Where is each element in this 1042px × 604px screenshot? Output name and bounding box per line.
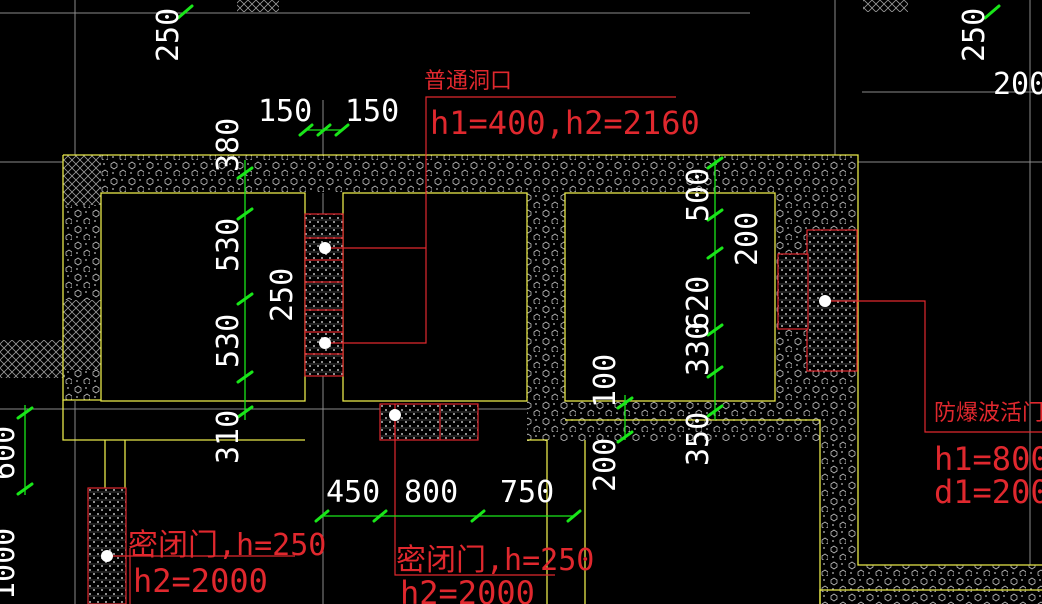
dim-310: 310 bbox=[211, 410, 246, 464]
dim-250-top-left: 250 bbox=[151, 8, 186, 62]
annotations: 普通洞口 h1=400,h2=2160 防爆波活门 h1=800 d1=200 … bbox=[128, 69, 1042, 604]
airtight-door-left-line2: h2=2000 bbox=[133, 562, 268, 600]
blast-door-line2: d1=200 bbox=[934, 473, 1042, 511]
airtight-door-left-line1: 密闭门,h=250 bbox=[128, 528, 326, 563]
airtight-door-marker-left bbox=[101, 550, 113, 562]
airtight-door-center-line2: h2=2000 bbox=[400, 574, 535, 604]
dim-1000-left: 1000 bbox=[0, 528, 22, 600]
blast-door-marker bbox=[819, 295, 831, 307]
dim-250-mid: 250 bbox=[265, 268, 300, 322]
opening-marker-top bbox=[319, 242, 331, 254]
dim-530-bottom: 530 bbox=[211, 314, 246, 368]
opening-marker-bottom bbox=[319, 337, 331, 349]
dim-620: 620 bbox=[681, 276, 716, 330]
dim-2000-top-right: 2000 bbox=[993, 67, 1042, 102]
dim-200-right: 200 bbox=[730, 212, 765, 266]
dimension-texts: 150 150 450 800 750 2000 250 250 380 530… bbox=[0, 8, 1042, 600]
dim-500: 500 bbox=[681, 168, 716, 222]
dim-330: 330 bbox=[681, 322, 716, 376]
dim-250-top-right: 250 bbox=[957, 8, 992, 62]
top-opening-params: h1=400,h2=2160 bbox=[430, 104, 700, 142]
dim-750: 750 bbox=[500, 475, 554, 510]
blast-door-line1: h1=800 bbox=[934, 440, 1042, 478]
dim-530-top: 530 bbox=[211, 218, 246, 272]
blast-door-title: 防爆波活门 bbox=[934, 401, 1042, 426]
dim-600-left: 600 bbox=[0, 426, 22, 480]
airtight-door-marker-center bbox=[389, 409, 401, 421]
airtight-door-center-line1: 密闭门,h=250 bbox=[396, 543, 594, 578]
dimension-ticks bbox=[16, 4, 1001, 523]
dim-150-right: 150 bbox=[345, 94, 399, 129]
dim-380: 380 bbox=[211, 118, 246, 172]
dim-450: 450 bbox=[326, 475, 380, 510]
dim-800: 800 bbox=[404, 475, 458, 510]
dim-100: 100 bbox=[588, 354, 623, 408]
dim-350: 350 bbox=[681, 412, 716, 466]
dim-150-left: 150 bbox=[258, 94, 312, 129]
door-markers[interactable] bbox=[101, 242, 831, 562]
leader-lines bbox=[107, 96, 1042, 604]
top-opening-title: 普通洞口 bbox=[424, 69, 512, 94]
dim-200-bottom: 200 bbox=[588, 438, 623, 492]
